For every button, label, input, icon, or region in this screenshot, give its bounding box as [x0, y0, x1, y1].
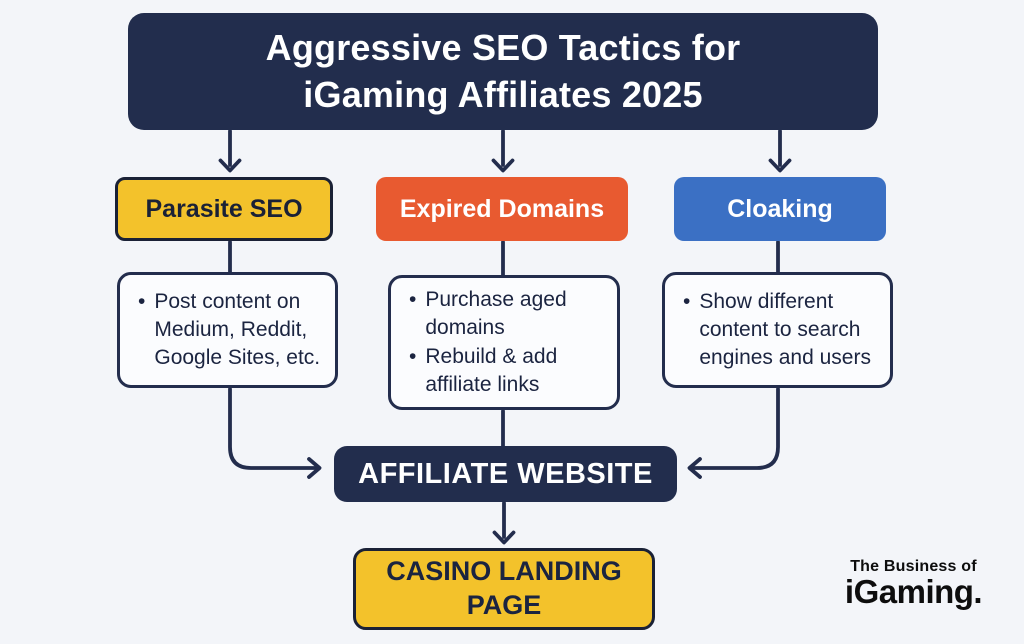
bullet-marker: •: [409, 344, 417, 368]
arrow-head-title-to-cloaking: [768, 158, 792, 173]
detail-text: Purchase aged domains: [425, 288, 567, 340]
elbow-line-left-to-affiliate: [228, 387, 320, 470]
arrow-head-title-to-parasite: [218, 158, 242, 173]
arrow-head-title-to-expired: [491, 158, 515, 173]
arrow-head-right-to-affiliate: [687, 457, 702, 479]
detail-text: Show different content to search engines…: [699, 289, 871, 370]
detail-bullet-item: • Post content on Medium, Reddit, Google…: [138, 288, 321, 372]
casino-landing-page-label: CASINO LANDING PAGE: [386, 556, 622, 620]
detail-text: Post content on Medium, Reddit, Google S…: [154, 289, 321, 370]
detail-card-parasite-seo: • Post content on Medium, Reddit, Google…: [117, 272, 338, 388]
title-box: Aggressive SEO Tactics for iGaming Affil…: [128, 13, 878, 130]
detail-bullet-item: • Rebuild & add affiliate links: [409, 343, 603, 399]
detail-card-expired-domains: • Purchase aged domains • Rebuild & add …: [388, 275, 620, 410]
detail-bullet-item: • Show different content to search engin…: [683, 288, 876, 372]
affiliate-website-label: AFFILIATE WEBSITE: [358, 457, 653, 490]
affiliate-website-box: AFFILIATE WEBSITE: [334, 446, 677, 502]
detail-bullet-item: • Purchase aged domains: [409, 286, 603, 342]
bullet-marker: •: [138, 289, 146, 313]
casino-landing-page-box: CASINO LANDING PAGE: [353, 548, 655, 630]
brand-logo-wordmark: iGaming.: [844, 573, 983, 610]
brand-logo: The Business of iGaming.: [826, 558, 1001, 611]
tactic-box-parasite-seo: Parasite SEO: [115, 177, 333, 241]
bullet-marker: •: [683, 289, 691, 313]
tactic-label-expired-domains: Expired Domains: [399, 194, 605, 223]
arrow-head-affiliate-to-casino: [492, 530, 516, 545]
detail-text: Rebuild & add affiliate links: [425, 344, 558, 396]
tactic-box-expired-domains: Expired Domains: [376, 177, 628, 241]
arrow-head-left-to-affiliate: [307, 457, 322, 479]
brand-logo-tagline: The Business of: [850, 558, 977, 575]
tactic-label-cloaking: Cloaking: [727, 194, 833, 223]
page-title: Aggressive SEO Tactics for iGaming Affil…: [265, 27, 741, 115]
detail-card-cloaking: • Show different content to search engin…: [662, 272, 893, 388]
tactic-label-parasite-seo: Parasite SEO: [145, 194, 303, 223]
tactic-box-cloaking: Cloaking: [674, 177, 886, 241]
elbow-line-right-to-affiliate: [689, 387, 780, 470]
bullet-marker: •: [409, 288, 417, 312]
